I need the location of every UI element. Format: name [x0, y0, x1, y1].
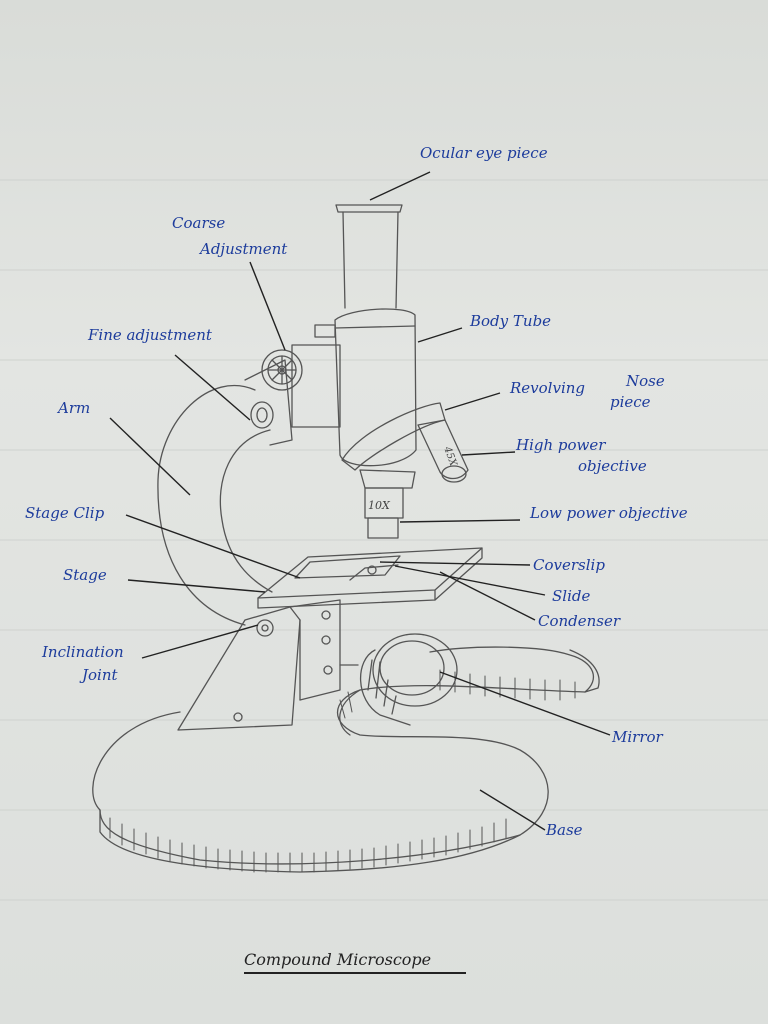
- nosepiece-shape: [341, 402, 469, 539]
- label-revolving-nose-piece-line1: Revolving: [510, 379, 586, 397]
- label-mirror: Mirror: [612, 728, 663, 746]
- body-tube-shape: [314, 204, 417, 467]
- base-hatching: [109, 669, 576, 873]
- label-ocular-eye-piece: Ocular eye piece: [420, 144, 548, 162]
- arm-shape: [157, 344, 341, 626]
- label-high-power-objective-line2: objective: [578, 457, 647, 475]
- page-ruling: [0, 179, 768, 901]
- label-condenser: Condenser: [538, 612, 621, 630]
- label-inclination-joint-line1: Inclination: [42, 643, 124, 661]
- objective-mark-low: 10X: [368, 499, 390, 512]
- fine-knob-shape: [250, 401, 274, 429]
- label-base: Base: [546, 821, 583, 839]
- label-stage: Stage: [63, 566, 107, 584]
- coarse-knob-shape: [261, 349, 303, 391]
- label-body-tube: Body Tube: [470, 312, 552, 330]
- label-coverslip: Coverslip: [533, 556, 605, 574]
- label-arm: Arm: [58, 399, 91, 417]
- label-high-power-objective-line1: High power: [516, 436, 606, 454]
- label-revolving-nose-piece-line3: piece: [610, 393, 651, 411]
- pillar-shape: [177, 599, 341, 731]
- stage-shape: [257, 547, 483, 609]
- diagram-caption: Compound Microscope: [244, 950, 432, 969]
- label-inclination-joint-line2: Joint: [82, 666, 118, 684]
- label-low-power-objective: Low power objective: [530, 504, 688, 522]
- label-fine-adjustment: Fine adjustment: [88, 326, 212, 344]
- mirror-shape: [339, 633, 458, 726]
- label-stage-clip: Stage Clip: [25, 504, 105, 522]
- label-coarse-adjustment-line1: Coarse: [172, 214, 226, 232]
- caption-underline: [244, 972, 466, 974]
- leader-lines: [109, 171, 611, 831]
- label-slide: Slide: [552, 587, 591, 605]
- label-coarse-adjustment-line2: Adjustment: [200, 240, 288, 258]
- base-shape: [92, 646, 600, 873]
- label-revolving-nose-piece-line2: Nose: [626, 372, 665, 390]
